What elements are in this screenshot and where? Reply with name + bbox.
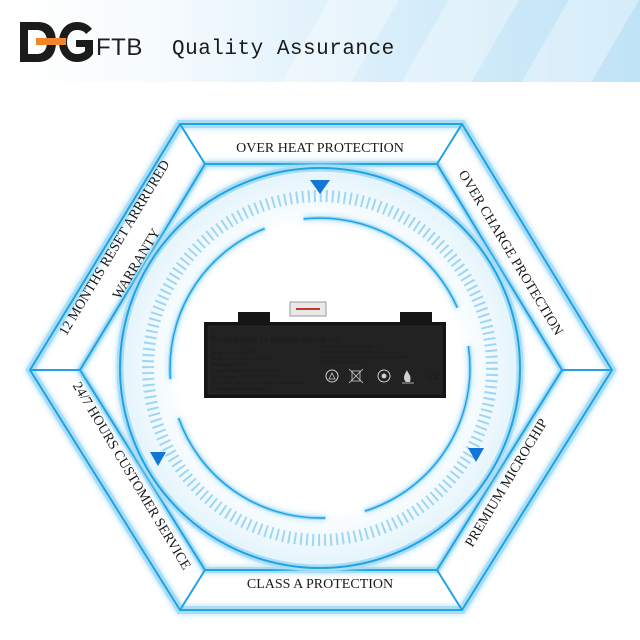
ce-mark-icon: CE [428,373,439,382]
bin-crossed-icon [348,368,364,384]
hexagon-frame [25,120,617,614]
caution-line: (1) Do not disassemble or expose to fire… [320,345,372,349]
battery-spec-line: Store between 0°C-60°C 32°F-140°F [212,374,281,379]
caution-line: (4) Use the specified charger only. [320,360,364,364]
feature-over-heat: OVER HEAT PROTECTION [236,141,404,156]
tagline: Quality Assurance [172,38,395,61]
battery-spec-line: Carried Standard:GB/T 18287-2013 [212,368,279,373]
caution-line: (2) Do not dispose of in fire, crush wit… [320,350,399,355]
battery-spec-line: Model Name:SS76275P [212,350,257,355]
battery-spec-line: NOM 11.4V 4500mAh 51.3Wh [212,356,271,361]
arrow-down-icon [150,452,166,466]
recycle-icon [325,369,339,383]
battery-title: Rechargeable Li-polymer Battery [211,334,327,344]
battery-spec-line: and/or regulations for disposal. [212,386,269,391]
battery-product: Rechargeable Li-polymer Battery Model Na… [204,301,446,398]
arrow-down-icon [310,180,330,194]
header-banner: FTB Quality Assurance [0,0,640,82]
battery-spec-line: Max Voltage:13.05V [212,362,251,367]
feature-class-a: CLASS A PROTECTION [247,577,393,592]
arrow-down-icon [468,448,484,462]
caution-title: CAUTION: [320,338,341,343]
caution-line: (3) Do not expose the battery to an ambi… [320,355,408,359]
battery-recycle-icon [377,369,391,383]
logo-text: FTB [96,34,143,61]
brand-logo: FTB [16,16,148,66]
battery-spec-line: Please refer user manual or follow local… [212,380,304,385]
dg-logo-icon [20,22,93,62]
flame-warning-icon [402,370,414,384]
